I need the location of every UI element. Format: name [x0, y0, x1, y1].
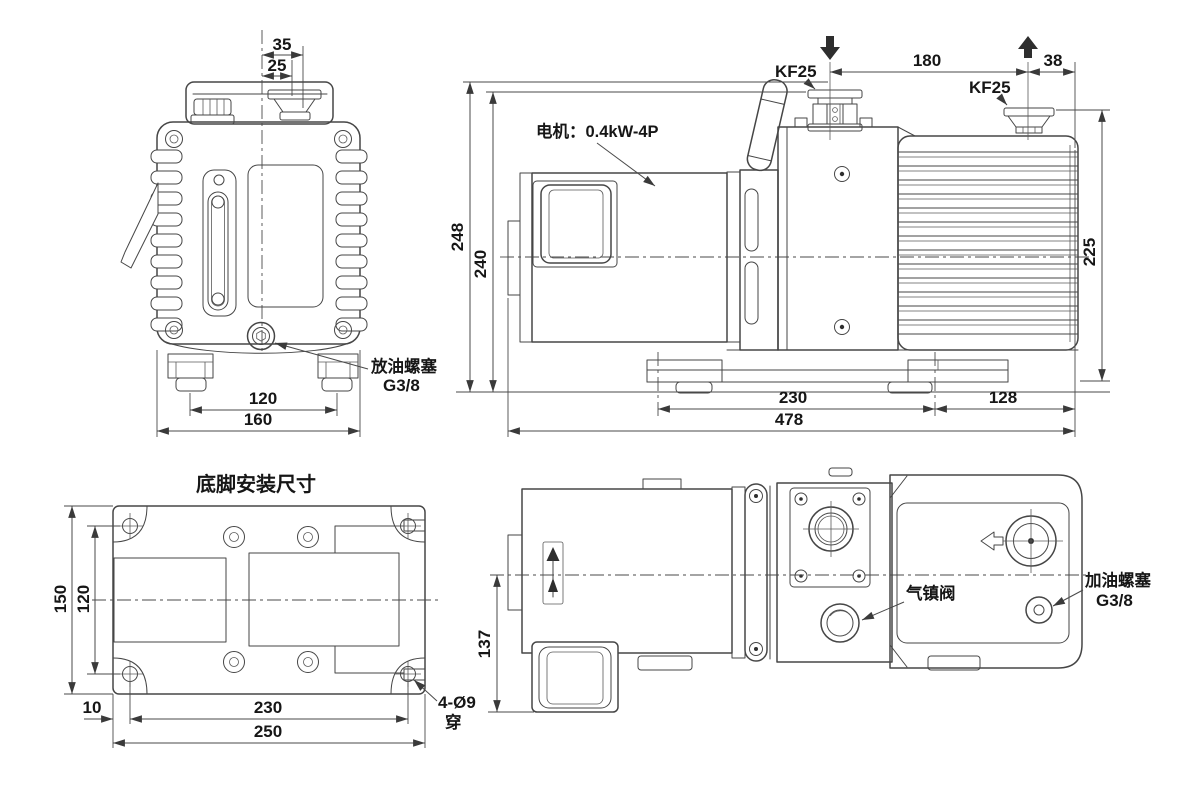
- exhaust-port-top: [999, 509, 1063, 573]
- fill-plug-label: 加油螺塞: [1084, 570, 1152, 590]
- exhaust-port-callout: KF25: [969, 78, 1011, 106]
- motor-top: [507, 488, 733, 713]
- exhaust-flow-arrow-icon: [1018, 36, 1038, 58]
- top-view: 137 气镇阀 加油螺塞 G3/8: [475, 467, 1152, 713]
- junction-box-top: [531, 641, 619, 713]
- foot-bottom-dims: 10 230 250: [83, 682, 426, 748]
- dim-38: 38: [1044, 51, 1063, 70]
- front-exhaust-fitting: [190, 98, 235, 125]
- inlet-flow-arrow-icon: [820, 36, 840, 60]
- drain-plug-callout: 放油螺塞 G3/8: [274, 342, 438, 395]
- dim-248: 248: [448, 223, 467, 251]
- inlet-port-label: KF25: [775, 62, 817, 81]
- pump-mid-panel-top: [776, 482, 893, 663]
- rotation-arrow-label: [542, 541, 564, 605]
- drain-plug-label: 放油螺塞: [370, 356, 438, 376]
- side-height-dims: 248 240 225: [448, 81, 1110, 393]
- front-body: [156, 121, 361, 354]
- pump-body-panel: [777, 117, 899, 351]
- dim-128: 128: [989, 388, 1017, 407]
- dim-240: 240: [471, 250, 490, 278]
- finned-cylinder: [897, 126, 1079, 351]
- name-plate: [247, 164, 324, 308]
- motor-callout: 电机：0.4kW-4P: [536, 121, 659, 187]
- dim-10: 10: [83, 698, 102, 717]
- flow-direction-arrow-icon: [980, 531, 1004, 551]
- dim-120-front: 120: [249, 389, 277, 408]
- foot-view-title: 底脚安装尺寸: [196, 472, 316, 496]
- front-handle: [120, 182, 159, 269]
- exhaust-port-label: KF25: [969, 78, 1011, 97]
- front-inlet-flange: [267, 89, 322, 121]
- dim-25: 25: [268, 56, 287, 75]
- gas-ballast-callout: 气镇阀: [861, 583, 956, 621]
- side-top-dims: 180 38: [829, 51, 1076, 148]
- front-view: 35 25 放油螺塞 G3/8 120 160: [120, 30, 438, 437]
- inlet-port-kf25: [807, 89, 863, 132]
- motor: [507, 172, 728, 343]
- side-view: 180 38 KF25 KF25 电机：0.4kW-4P 248 240: [448, 36, 1110, 437]
- dim-180: 180: [913, 51, 941, 70]
- oil-fill-plug: [1025, 596, 1053, 624]
- drain-plug: [246, 321, 276, 351]
- exhaust-port-kf25: [1003, 107, 1055, 134]
- motor-label: 电机：0.4kW-4P: [536, 121, 659, 141]
- mounting-holes-callout: 4-Ø9 穿: [413, 679, 476, 732]
- fins: [897, 151, 1079, 335]
- fill-plug-callout: 加油螺塞 G3/8: [1052, 570, 1152, 610]
- gas-ballast-valve: [820, 603, 860, 643]
- dim-230-foot: 230: [254, 698, 282, 717]
- holes-label: 4-Ø9: [438, 693, 476, 712]
- pump-front-section: [726, 169, 779, 351]
- carry-handle: [746, 78, 788, 172]
- front-corner-screws: [165, 130, 352, 339]
- side-base-plate: [646, 349, 1079, 394]
- dim-35: 35: [273, 35, 292, 54]
- dim-478: 478: [775, 410, 803, 429]
- dim-137: 137: [475, 630, 494, 658]
- gas-ballast-label: 气镇阀: [905, 583, 956, 603]
- front-feet: [167, 353, 359, 392]
- plate-screw-bosses: [223, 526, 319, 673]
- top-cover: [889, 474, 1083, 669]
- front-top-cap: [185, 81, 334, 125]
- dim-150: 150: [51, 585, 70, 613]
- inlet-flange-top: [789, 487, 871, 588]
- holes-through-label: 穿: [445, 712, 462, 732]
- side-bottom-dims: 230 128 478: [507, 150, 1076, 437]
- foot-mounting-view: 底脚安装尺寸: [51, 472, 476, 748]
- front-bottom-dims: 120 160: [156, 350, 361, 437]
- dim-250: 250: [254, 722, 282, 741]
- dim-230-side: 230: [779, 388, 807, 407]
- oil-sight-glass: [202, 169, 237, 317]
- dim-120-foot: 120: [74, 585, 93, 613]
- top-view-dims: 137: [475, 575, 534, 713]
- coupling-section: [731, 483, 778, 662]
- dim-225: 225: [1080, 238, 1099, 266]
- front-cooling-fins: [150, 149, 368, 332]
- foot-left-dims: 150 120: [51, 505, 120, 695]
- dim-160: 160: [244, 410, 272, 429]
- front-top-dims: 35 25: [262, 35, 303, 80]
- fill-plug-thread: G3/8: [1096, 591, 1133, 610]
- drain-plug-thread: G3/8: [383, 376, 420, 395]
